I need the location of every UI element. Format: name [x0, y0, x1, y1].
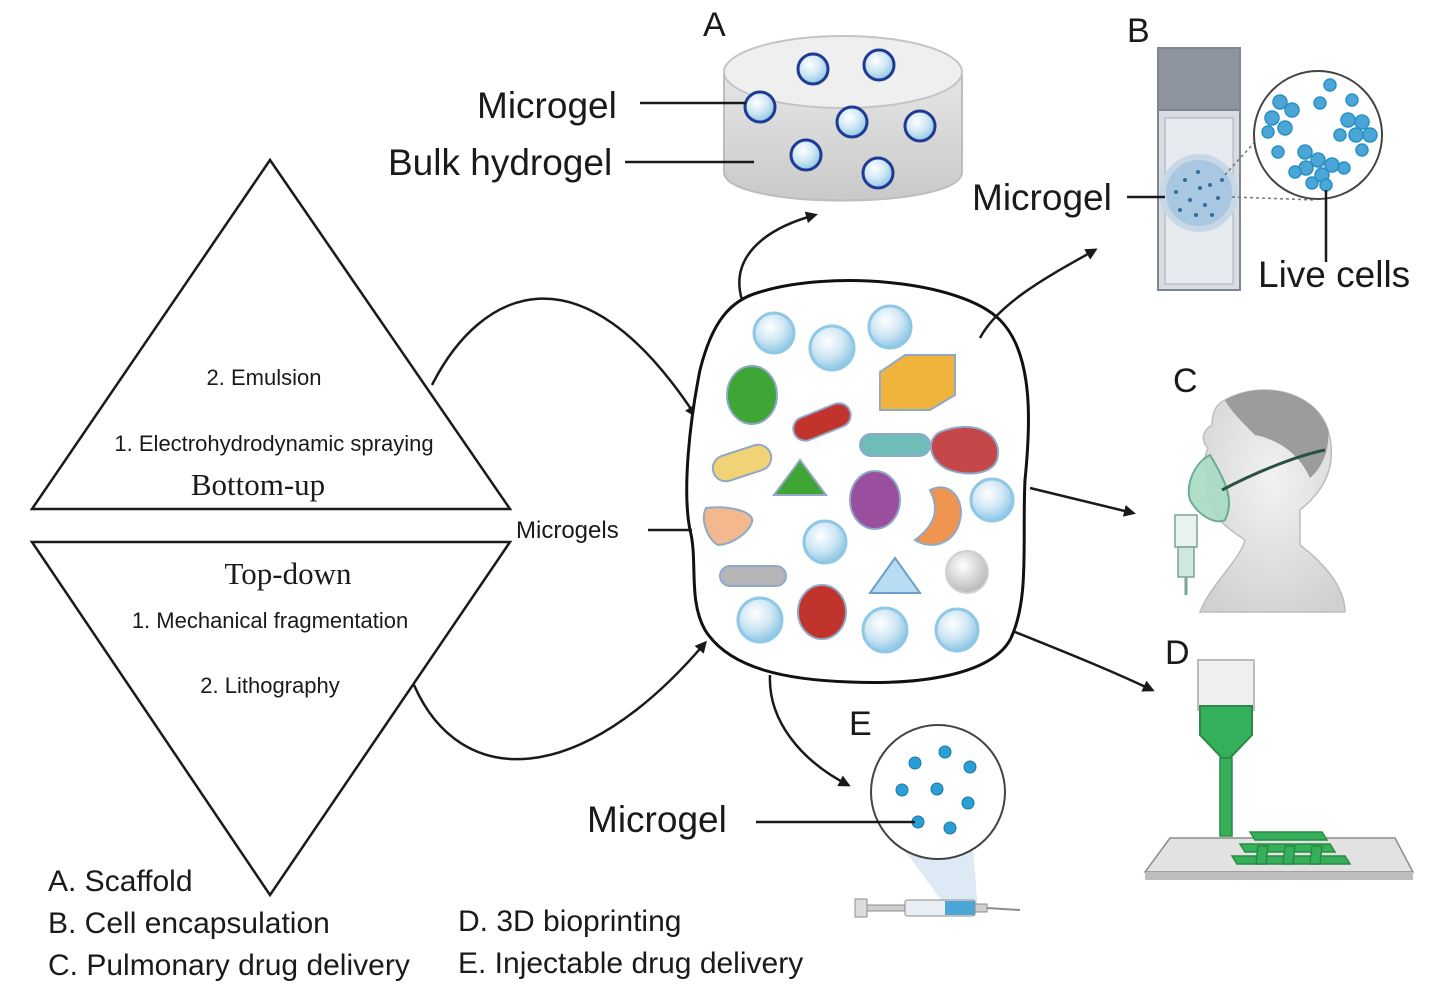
panel-c-letter: C	[1173, 362, 1198, 400]
microgel-dots	[895, 745, 977, 835]
arrow-icon	[1029, 486, 1136, 517]
bottom-up-title: Bottom-up	[191, 467, 325, 502]
panel-b-cell-encapsulation: B Microgel Li	[972, 12, 1410, 295]
panel-e-injectable: E Microgel	[587, 705, 1021, 918]
legend: A. Scaffold B. Cell encapsulation C. Pul…	[48, 865, 803, 982]
panel-e-microgel-label: Microgel	[587, 799, 727, 840]
panel-a-letter: A	[703, 6, 726, 44]
panel-a-microgel-label: Microgel	[477, 85, 617, 126]
panel-d-bioprinting: D	[1143, 634, 1415, 880]
live-cells	[1261, 78, 1378, 192]
panel-e-letter: E	[849, 705, 872, 743]
legend-item: E. Injectable drug delivery	[458, 947, 803, 980]
panel-b-cells-label: Live cells	[1258, 254, 1410, 295]
legend-item: D. 3D bioprinting	[458, 905, 681, 938]
legend-item: C. Pulmonary drug delivery	[48, 949, 410, 982]
bioprinter-icon	[1143, 659, 1415, 880]
arrow-icon	[978, 248, 1098, 339]
microgel-bubbles	[736, 304, 1015, 654]
panel-d-letter: D	[1165, 634, 1190, 672]
microgel-bubbles	[743, 48, 937, 190]
syringe-icon	[854, 898, 1021, 918]
panel-c-pulmonary: C	[1173, 362, 1346, 613]
arrow-icon	[1014, 630, 1155, 692]
panel-a-bulk-label: Bulk hydrogel	[388, 142, 612, 183]
top-down-triangle: Top-down 1. Mechanical fragmentation 2. …	[29, 540, 513, 898]
slide-icon	[1157, 47, 1241, 291]
bottom-up-method-2: 2. Emulsion	[207, 365, 322, 390]
head-mask-icon	[1174, 389, 1346, 613]
top-down-title: Top-down	[225, 556, 352, 591]
microgels-label: Microgels	[516, 517, 619, 544]
arrow-icon	[738, 211, 818, 301]
panel-a-scaffold: A Microgel Bulk hydrogel	[388, 6, 963, 202]
legend-item: A. Scaffold	[48, 865, 193, 898]
panel-b-letter: B	[1127, 12, 1150, 50]
arrow-icon	[430, 297, 697, 418]
arrow-icon	[768, 674, 851, 787]
panel-b-microgel-label: Microgel	[972, 177, 1112, 218]
bottom-up-triangle: 2. Emulsion 1. Electrohydrodynamic spray…	[29, 157, 513, 511]
legend-item: B. Cell encapsulation	[48, 907, 330, 940]
top-down-method-2: 2. Lithography	[200, 673, 339, 698]
top-down-method-1: 1. Mechanical fragmentation	[132, 608, 408, 633]
bottom-up-method-1: 1. Electrohydrodynamic spraying	[114, 431, 433, 456]
microgels-blob	[685, 279, 1031, 684]
arrow-icon	[412, 640, 707, 761]
